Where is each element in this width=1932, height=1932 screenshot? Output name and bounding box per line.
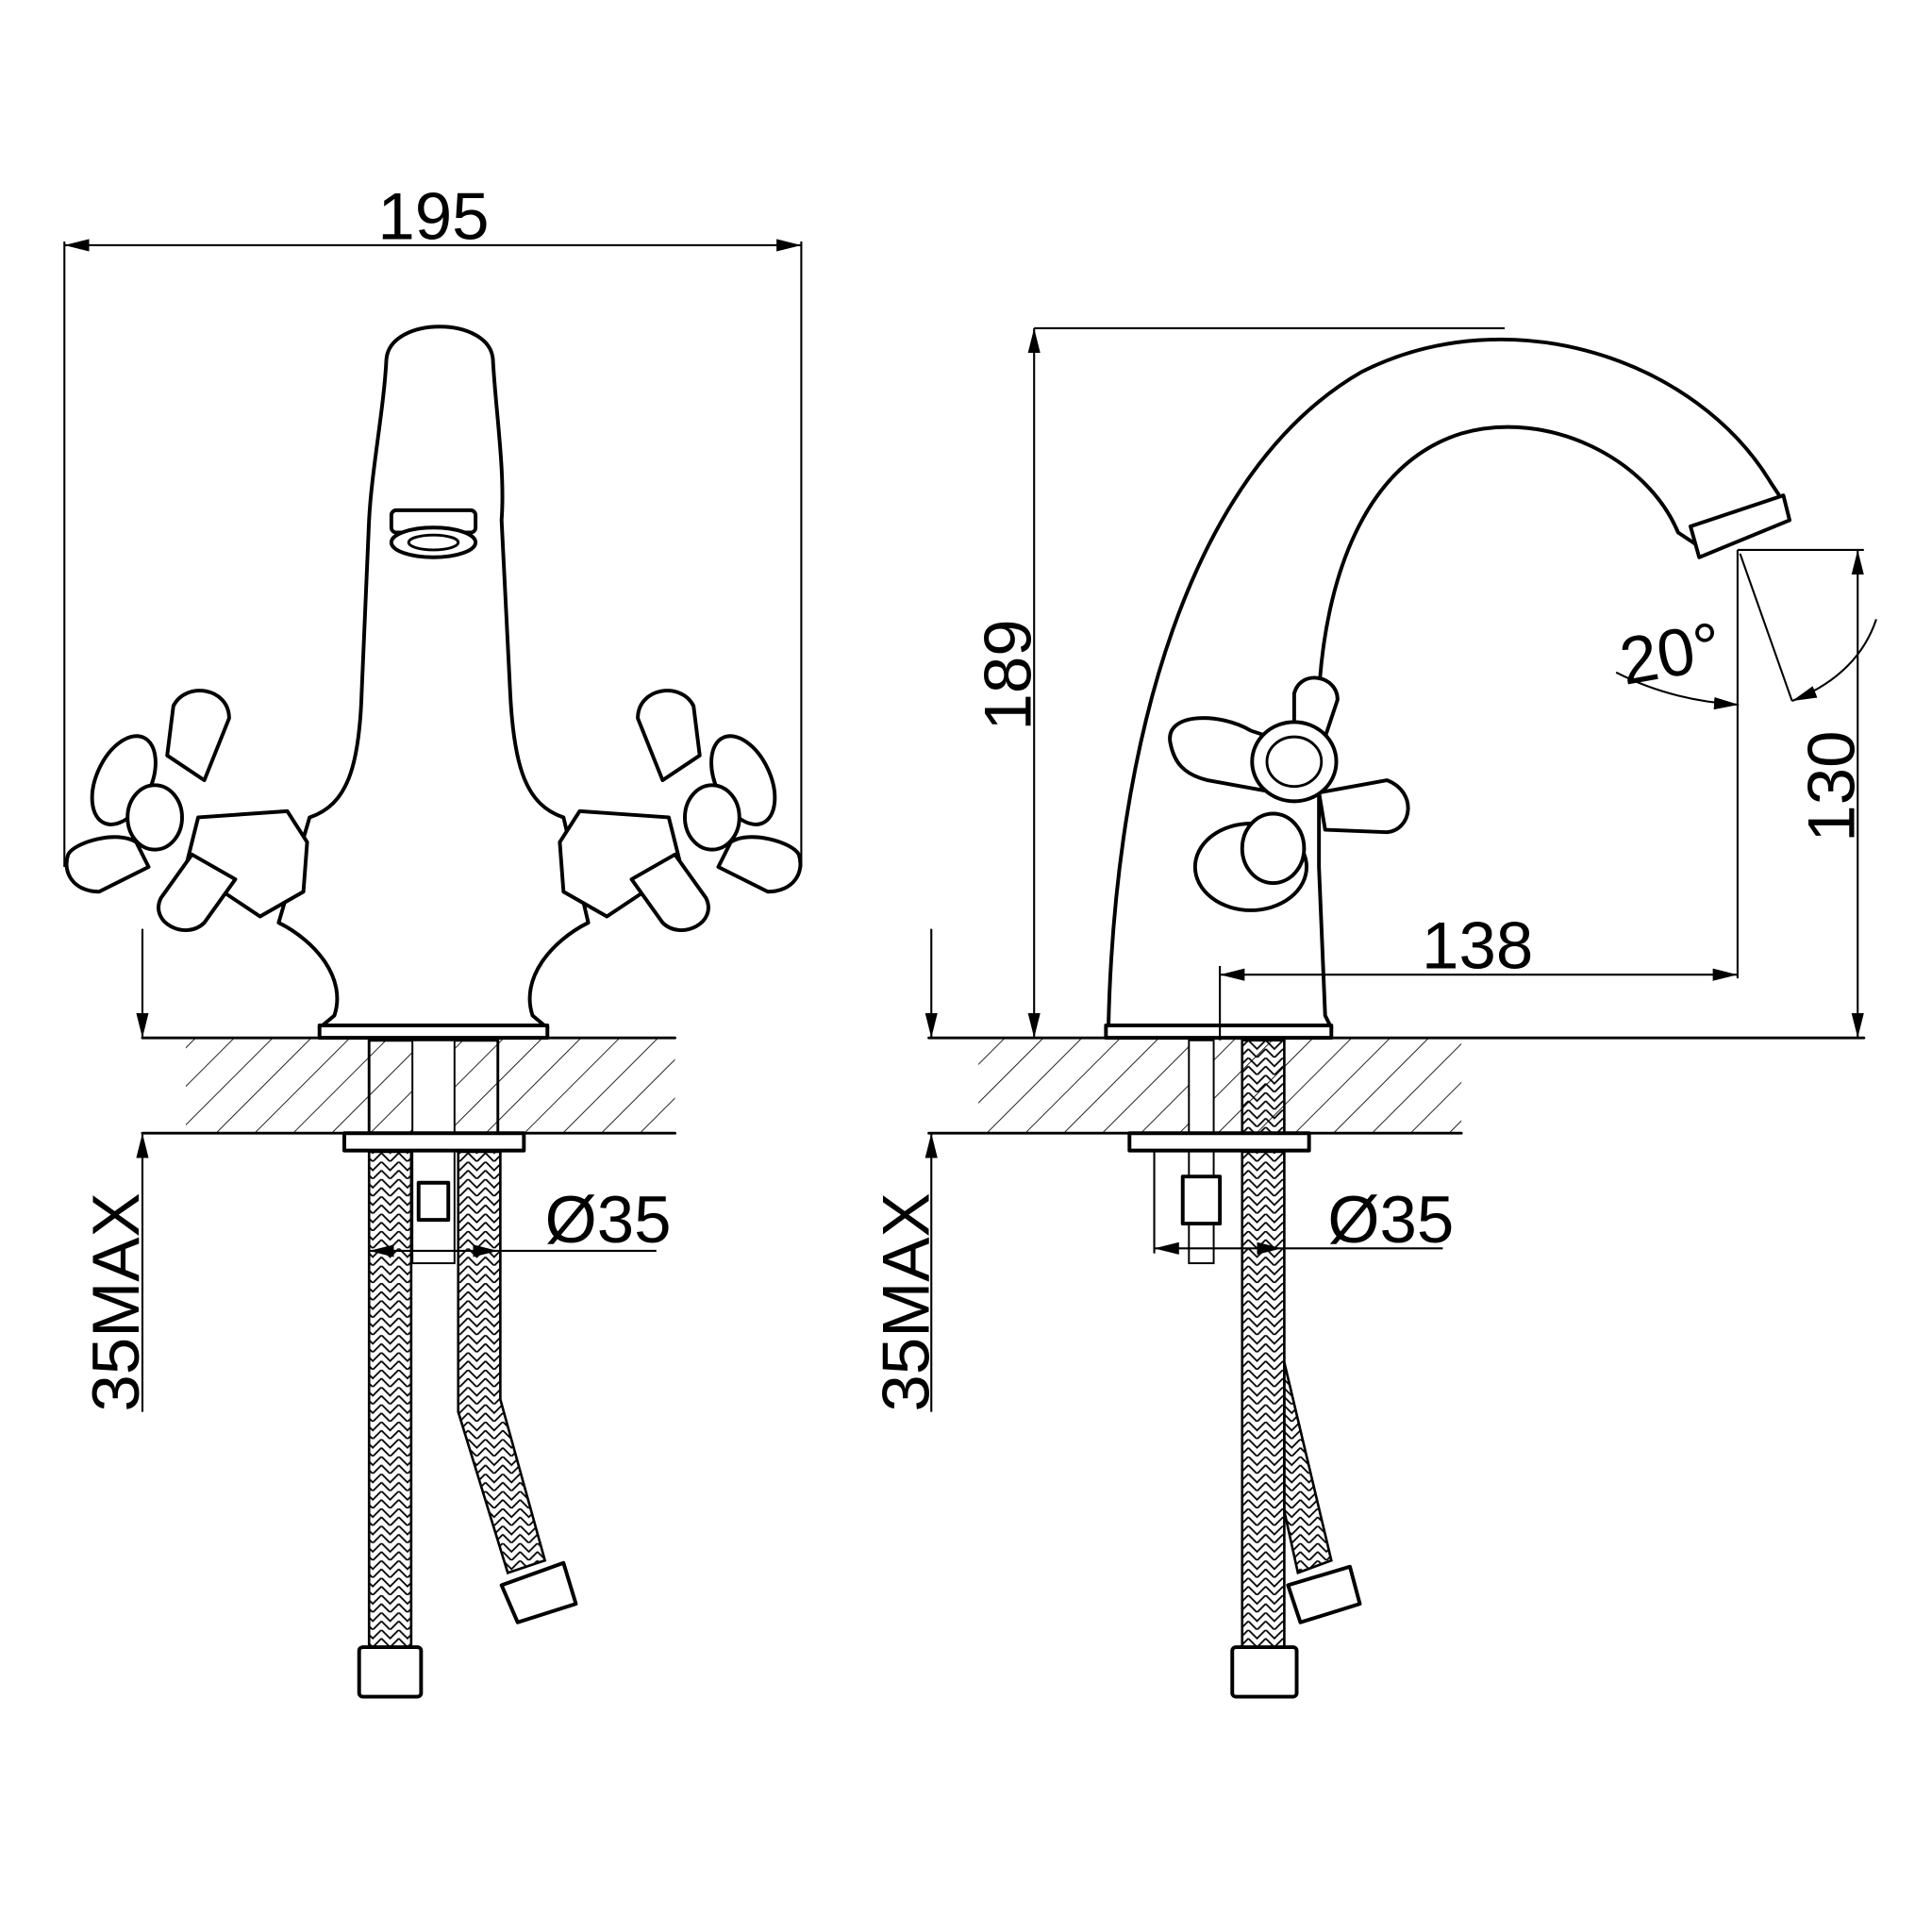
left-handle [64, 689, 309, 933]
front-deck-thickness-label: 35MAX [79, 1192, 154, 1411]
front-view: 195 [63, 179, 803, 1699]
spout-reach-label: 138 [1422, 909, 1533, 984]
width-dimension: 195 [63, 179, 803, 867]
side-view: Ø35 35MAX 189 130 138 20° [870, 326, 1877, 1699]
side-handle [1168, 675, 1410, 912]
side-hole-diameter-label: Ø35 [1327, 1183, 1454, 1257]
spout-angle-label: 20° [1614, 608, 1726, 699]
spout-height-label: 130 [1794, 730, 1869, 841]
front-hole-diameter-label: Ø35 [545, 1183, 672, 1257]
total-height-label: 189 [971, 619, 1045, 730]
hose-right [457, 1150, 547, 1574]
right-handle [558, 689, 803, 933]
hose-side-back [1283, 1361, 1333, 1575]
deck-section-side [978, 1038, 1462, 1134]
side-deck-thickness-label: 35MAX [870, 1192, 944, 1411]
width-dimension-label: 195 [377, 179, 489, 254]
hose-side-front [1241, 1150, 1286, 1649]
hose-left [367, 1150, 413, 1649]
faucet-body [276, 325, 591, 1030]
